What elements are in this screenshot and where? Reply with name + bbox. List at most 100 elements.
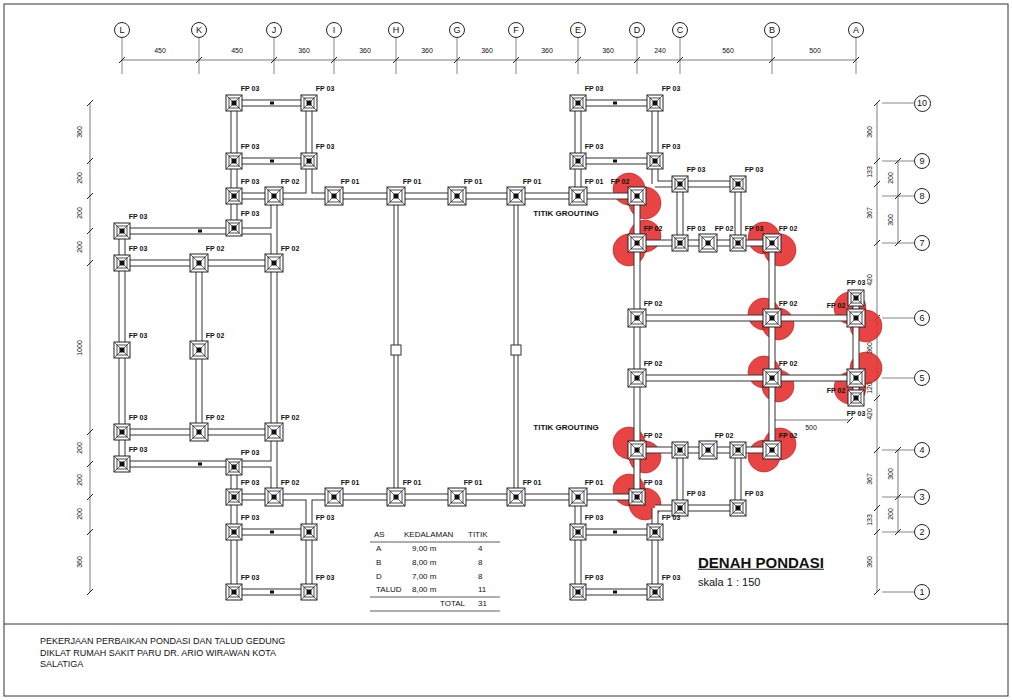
- footing-diagonals: [570, 153, 586, 169]
- footing-diagonals: [190, 423, 208, 441]
- footing-type: FP 03: [241, 514, 260, 522]
- footing-diagonals: [570, 524, 586, 540]
- dimension-tick: [196, 57, 202, 63]
- footing-diagonals: [190, 254, 208, 272]
- dimension-text: 200: [76, 442, 84, 454]
- footing-outer: [570, 584, 586, 600]
- dimension-text: 360: [76, 556, 84, 568]
- dimension-tick: [87, 193, 93, 199]
- dimension-tick: [331, 57, 337, 63]
- footing-outer: [114, 342, 130, 358]
- dimension-tick: [874, 395, 880, 401]
- footing-outer: [570, 153, 586, 169]
- footing-type: FP 03: [687, 490, 706, 498]
- axis-line: [882, 103, 914, 104]
- beam-fill: [122, 229, 274, 234]
- dimension-tick: [634, 57, 640, 63]
- footing-outer: [301, 524, 317, 540]
- footing-type: FP 02: [715, 432, 734, 440]
- dimension-text: 360: [421, 47, 433, 55]
- dimension-tick: [895, 529, 901, 535]
- footing-diagonals: [699, 441, 717, 459]
- column-core: [272, 194, 277, 199]
- footing-type: FP 03: [241, 85, 260, 93]
- table-cell: 11: [478, 586, 486, 595]
- beam-outline: [234, 589, 309, 596]
- footing-type: FP 03: [316, 514, 335, 522]
- column-core: [635, 316, 640, 321]
- axis-label: 7: [919, 239, 924, 248]
- beam-outline: [122, 260, 274, 267]
- beam-outline: [735, 184, 742, 243]
- footing-outer: [226, 95, 242, 111]
- beam-fill: [655, 182, 738, 187]
- dimension-tick: [87, 461, 93, 467]
- footing-outer: [628, 369, 646, 387]
- footing-diagonals: [265, 254, 283, 272]
- dimension-text: 360: [866, 556, 874, 568]
- footing-diagonals: [301, 524, 317, 540]
- column-core: [514, 495, 519, 500]
- footing-type: FP 02: [206, 414, 225, 422]
- footing-symbol: [507, 488, 525, 506]
- footing-diagonals: [570, 95, 586, 111]
- axis-line: [334, 38, 335, 74]
- footing-outer: [190, 254, 208, 272]
- footing-symbol: [628, 187, 646, 205]
- footing-symbol: [301, 153, 317, 169]
- footing-outer: [848, 290, 864, 306]
- footing-diagonals: [226, 489, 242, 505]
- dimension-text: 360: [866, 126, 874, 138]
- column-core: [307, 530, 312, 535]
- footing-diagonals: [325, 187, 343, 205]
- footing-symbol: [699, 441, 717, 459]
- beam-fill: [578, 101, 655, 106]
- footing-outer: [190, 341, 208, 359]
- table-cell: 7,00 m: [412, 573, 436, 582]
- footing-type: FP 02: [281, 414, 300, 422]
- axis-line: [856, 38, 857, 74]
- axis-bubble: 7: [914, 235, 930, 251]
- footing-symbol: [570, 524, 586, 540]
- footing-type: FP 03: [585, 514, 604, 522]
- footing-type: FP 01: [464, 479, 483, 487]
- footing-type: FP 03: [241, 479, 260, 487]
- footing-type: FP 02: [644, 300, 663, 308]
- footing-diagonals: [226, 153, 242, 169]
- footing-outer: [672, 442, 688, 458]
- beam-outline: [306, 497, 313, 592]
- footing-symbol: [672, 442, 688, 458]
- footing-symbol: [226, 188, 242, 204]
- footing-symbol: [387, 187, 405, 205]
- axis-label: B: [769, 26, 775, 35]
- beam-outline: [655, 505, 738, 512]
- footing-outer: [226, 220, 242, 236]
- dimension-text: 420: [866, 274, 874, 286]
- beam-fill: [234, 530, 309, 535]
- dimension-text: 133: [866, 166, 874, 178]
- grouting-circle: [762, 308, 794, 340]
- column-core: [770, 316, 775, 321]
- tie-beams: [122, 102, 856, 594]
- beam-outline: [196, 263, 203, 432]
- beam-outline: [234, 158, 309, 165]
- footing-type: FP 01: [341, 479, 360, 487]
- footing-type: FP 02: [779, 432, 798, 440]
- beam-outline: [575, 103, 582, 196]
- footing-outer: [114, 223, 130, 239]
- footing-symbol: [448, 488, 466, 506]
- column-core: [653, 159, 658, 164]
- column-core: [678, 506, 683, 511]
- footing-type: FP 01: [464, 178, 483, 186]
- footing-type: FP 02: [779, 360, 798, 368]
- footing-outer: [848, 390, 864, 406]
- footing-diagonals: [763, 441, 781, 459]
- footing-type: FP 03: [662, 143, 681, 151]
- footing-outer: [190, 423, 208, 441]
- dimension-tick: [874, 100, 880, 106]
- footing-type: FP 03: [847, 410, 866, 418]
- dimension-tick: [87, 158, 93, 164]
- dimension-tick: [769, 57, 775, 63]
- column-core: [272, 495, 277, 500]
- column-core: [332, 194, 337, 199]
